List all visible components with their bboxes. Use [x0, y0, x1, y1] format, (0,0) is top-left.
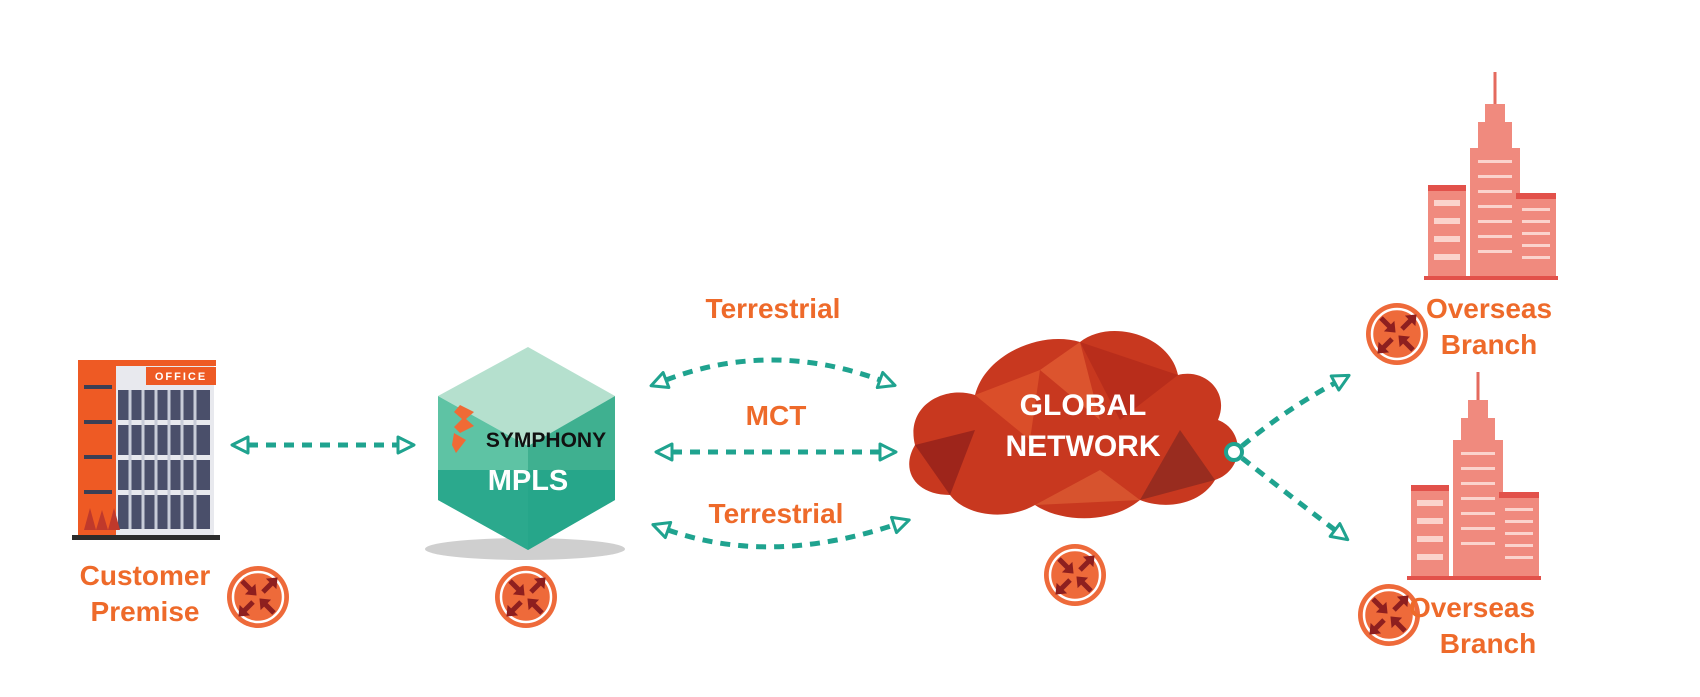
branch2-label-line1: Overseas: [1409, 592, 1535, 623]
link-bottom: [651, 515, 911, 550]
skyscraper-icon: [1407, 372, 1541, 580]
link-top: [649, 357, 897, 390]
branch2-label-line2: Branch: [1440, 628, 1536, 659]
office-building-icon: OFFICE: [72, 360, 220, 540]
branch1-label-line1: Overseas: [1426, 293, 1552, 324]
customer-label-line2: Premise: [91, 596, 200, 627]
hub-service: MPLS: [488, 465, 569, 497]
mpls-cube-icon: SYMPHONY MPLS: [438, 347, 615, 550]
link-label-bottom: Terrestrial: [709, 498, 844, 529]
symphony-logo-icon: [452, 405, 474, 453]
link-label-top: Terrestrial: [706, 293, 841, 324]
router-icon: [1366, 303, 1428, 365]
office-sign: OFFICE: [155, 371, 207, 383]
link-label-middle: MCT: [746, 400, 807, 431]
cloud-label-line1: GLOBAL: [1020, 389, 1147, 422]
branch1-label-line2: Branch: [1441, 329, 1537, 360]
cloud-label-line2: NETWORK: [1006, 430, 1161, 463]
router-icon: [495, 566, 557, 628]
hub-brand: SYMPHONY: [486, 429, 606, 452]
cloud-icon: GLOBAL NETWORK: [909, 330, 1238, 519]
link-branch-bottom: [1240, 456, 1350, 542]
branch-split-node: [1224, 442, 1244, 462]
router-icon: [227, 566, 289, 628]
router-icon: [1044, 544, 1106, 606]
skyscraper-icon: [1424, 72, 1558, 280]
cube-shadow: [425, 538, 625, 560]
link-branch-top: [1240, 373, 1351, 448]
customer-label-line1: Customer: [80, 560, 211, 591]
